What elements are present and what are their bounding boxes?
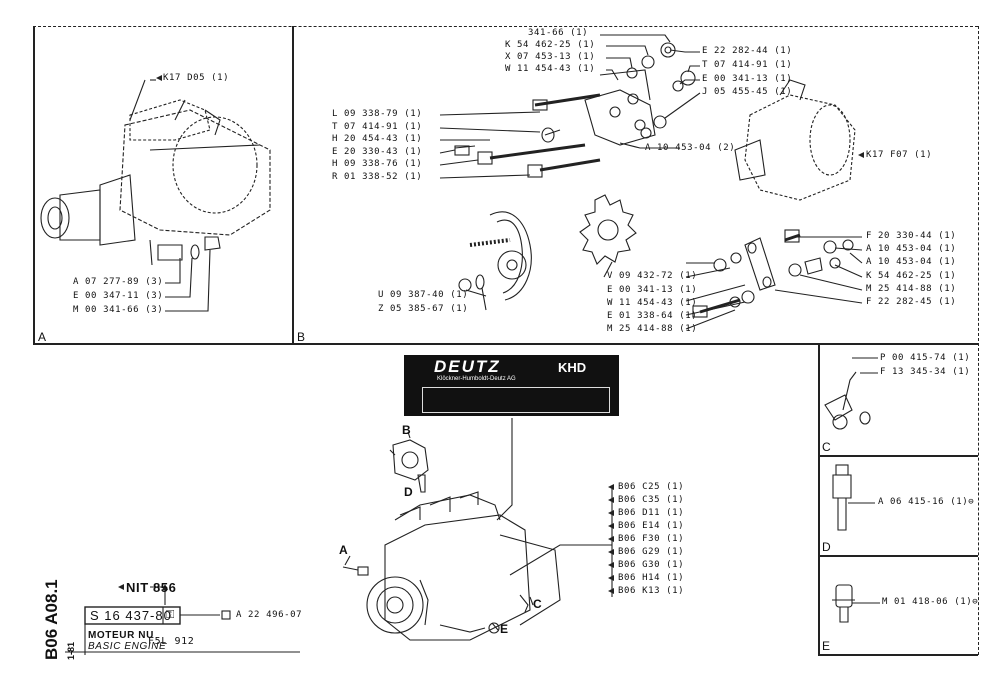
panel-b-center-2: E 00 341-13 (1): [607, 285, 698, 295]
panel-b-top-right-1: E 22 282-44 (1): [702, 46, 793, 56]
alternator-ref-label: K17 F07 (1): [866, 150, 933, 160]
panel-b-center-1: V 09 432-72 (1): [607, 271, 698, 281]
panel-b-top-3: X 07 453-13 (1): [505, 52, 596, 62]
panel-b-left-6: R 01 338-52 (1): [332, 172, 423, 182]
panel-b-left-5: H 09 338-76 (1): [332, 159, 423, 169]
panel-b-belt-1: U 09 387-40 (1): [378, 290, 469, 300]
panel-b-top-4: W 11 454-43 (1): [505, 64, 596, 74]
callout-b: B: [402, 423, 411, 437]
model-label: F5L 912: [148, 636, 195, 647]
plate-brand: DEUTZ: [434, 357, 501, 376]
callout-e: E: [500, 622, 509, 636]
panel-e-part: M 01 418-06 (1)⊖: [882, 597, 979, 607]
panel-b-right-6: F 22 282-45 (1): [866, 297, 957, 307]
callout-a: A: [339, 543, 348, 557]
belt-drawing: [458, 211, 532, 301]
panel-b-right-2: A 10 453-04 (1): [866, 244, 957, 254]
reference-item: B06 E14 (1): [618, 521, 685, 531]
reference-item: B06 H14 (1): [618, 573, 685, 583]
plate-grid: [422, 387, 610, 413]
part-number: S 16 437-80: [90, 608, 172, 623]
alternator-mini-drawing: [389, 439, 429, 481]
panel-d-part: A 06 415-16 (1)⊖: [878, 497, 975, 507]
panel-b-top-right-4: J 05 455-45 (1): [702, 87, 793, 97]
part-icon: ⚿: [166, 608, 175, 621]
nit-label: NIT 856: [126, 580, 177, 595]
sensor-d-drawing: [832, 464, 852, 531]
panel-b-center-4: E 01 338-64 (1): [607, 311, 698, 321]
reference-item: B06 D11 (1): [618, 508, 685, 518]
panel-b-right-4: K 54 462-25 (1): [866, 271, 957, 281]
title-en: BASIC ENGINE: [88, 641, 167, 652]
panel-c-part-1: P 00 415-74 (1): [880, 353, 971, 363]
panel-label-e: E: [822, 639, 831, 653]
panel-b-top-right-2: T 07 414-91 (1): [702, 60, 793, 70]
callout-d: D: [404, 485, 413, 499]
panel-b-right-1: F 20 330-44 (1): [866, 231, 957, 241]
panel-b-top-1: 341-66 (1): [528, 28, 589, 38]
reference-item: B06 G29 (1): [618, 547, 685, 557]
reference-item: B06 G30 (1): [618, 560, 685, 570]
panel-b-bracket-label: A 10 453-04 (2): [645, 143, 736, 153]
side-code: 1-81: [66, 641, 76, 660]
panel-label-a: A: [38, 330, 47, 344]
sprocket-drawing: [579, 194, 637, 265]
reference-item: B06 C25 (1): [618, 482, 685, 492]
alternator-drawing: [734, 79, 856, 201]
panel-b-left-4: E 20 330-43 (1): [332, 147, 423, 157]
alt-ref-label: A 22 496-07: [236, 610, 303, 620]
plate-khd: KHD: [558, 360, 587, 375]
panel-b-left-1: L 09 338-79 (1): [332, 109, 423, 119]
panel-a-part-3: M 00 341-66 (3): [73, 305, 164, 315]
deutz-nameplate: DEUTZ KHD Klöckner-Humboldt-Deutz AG: [404, 355, 619, 416]
starter-motor-drawing: [40, 79, 271, 266]
sensor-e-drawing: [832, 584, 855, 623]
panel-b-top-right-3: E 00 341-13 (1): [702, 74, 793, 84]
plate-company: Klöckner-Humboldt-Deutz AG: [437, 376, 516, 382]
panel-label-c: C: [822, 440, 831, 454]
panel-a-part-2: E 00 347-11 (3): [73, 291, 164, 301]
panel-a-part-1: A 07 277-89 (3): [73, 277, 164, 287]
panel-b-top-2: K 54 462-25 (1): [505, 40, 596, 50]
panel-c-part-2: F 13 345-34 (1): [880, 367, 971, 377]
panel-b-left-2: T 07 414-91 (1): [332, 122, 423, 132]
panel-b-belt-2: Z 05 385-67 (1): [378, 304, 469, 314]
sensor-c-drawing: [824, 371, 871, 430]
title-fr: MOTEUR NU: [88, 630, 154, 641]
panel-b-center-5: M 25 414-88 (1): [607, 324, 698, 334]
callout-c: C: [533, 597, 542, 611]
panel-b-left-3: H 20 454-43 (1): [332, 134, 423, 144]
reference-item: B06 F30 (1): [618, 534, 685, 544]
panel-b-center-3: W 11 454-43 (1): [607, 298, 698, 308]
vertical-code: B06 A08.1: [42, 579, 61, 660]
engine-drawing: [342, 491, 561, 641]
panel-label-d: D: [822, 540, 831, 554]
panel-b-right-5: M 25 414-88 (1): [866, 284, 957, 294]
panel-label-b: B: [297, 330, 306, 344]
reference-item: B06 K13 (1): [618, 586, 685, 596]
reference-item: B06 C35 (1): [618, 495, 685, 505]
starter-ref-label: K17 D05 (1): [163, 73, 230, 83]
panel-b-right-3: A 10 453-04 (1): [866, 257, 957, 267]
